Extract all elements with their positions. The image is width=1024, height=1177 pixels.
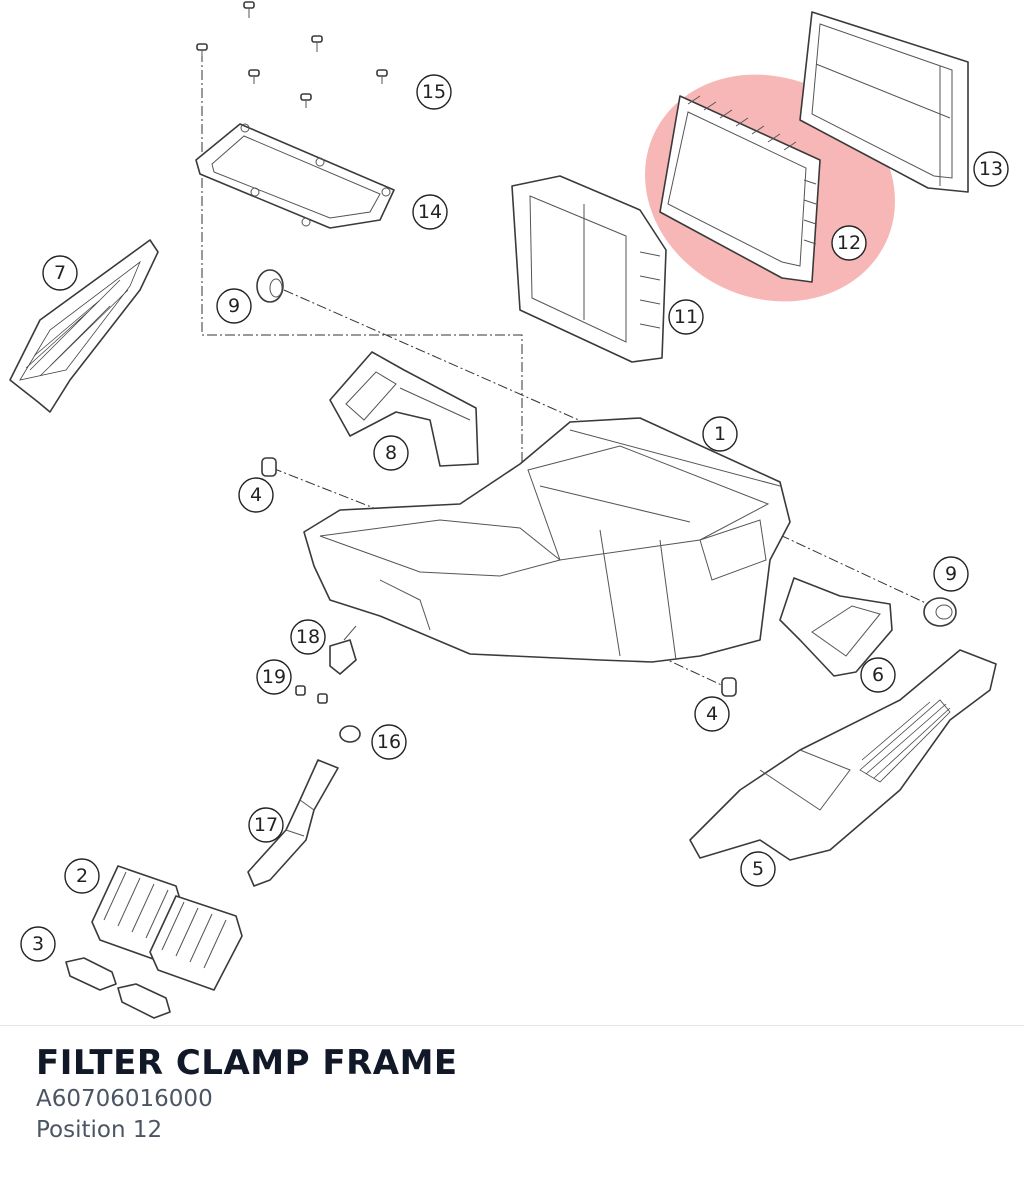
part-13-air-filter[interactable]: [799, 11, 969, 193]
part-6-right-intake-boot[interactable]: [779, 577, 893, 677]
callout-17[interactable]: 17: [248, 807, 284, 843]
callout-3[interactable]: 3: [20, 926, 56, 962]
callout-13-label: 13: [979, 158, 1003, 180]
callout-19[interactable]: 19: [256, 659, 292, 695]
callout-4-left[interactable]: 4: [238, 477, 274, 513]
part-4-spacer-left[interactable]: [261, 457, 277, 477]
callout-1[interactable]: 1: [702, 416, 738, 452]
callout-9-left[interactable]: 9: [216, 288, 252, 324]
callout-9-left-label: 9: [228, 295, 240, 317]
callout-19-label: 19: [262, 666, 286, 688]
callout-17-label: 17: [254, 814, 278, 836]
callout-4-right-label: 4: [706, 703, 718, 725]
part-14-cover[interactable]: [195, 123, 395, 229]
part-9-grommet-left[interactable]: [256, 269, 284, 303]
callout-3-label: 3: [32, 933, 44, 955]
callout-4-left-label: 4: [250, 484, 262, 506]
callout-14-label: 14: [418, 201, 442, 223]
part-7-left-side-cover[interactable]: [9, 239, 159, 413]
part-3-clamps[interactable]: [65, 957, 171, 1019]
callout-16[interactable]: 16: [371, 724, 407, 760]
callout-2[interactable]: 2: [64, 858, 100, 894]
part-16-hose-clamp[interactable]: [339, 725, 361, 743]
part-18-sensor[interactable]: [329, 625, 357, 675]
callout-5-label: 5: [752, 858, 764, 880]
callout-9-right[interactable]: 9: [933, 556, 969, 592]
section-divider: [0, 1025, 1024, 1026]
part-position: Position 12: [36, 1117, 163, 1143]
callout-11[interactable]: 11: [668, 299, 704, 335]
callout-12[interactable]: 12: [831, 225, 867, 261]
part-9-grommet-right[interactable]: [923, 597, 957, 627]
callout-11-label: 11: [674, 306, 698, 328]
callout-6[interactable]: 6: [860, 657, 896, 693]
callout-8[interactable]: 8: [373, 435, 409, 471]
exploded-parts-diagram: 1 2 3 4 4 5 6 7 8 9 9 11: [9, 1, 1009, 1019]
callout-1-label: 1: [714, 423, 726, 445]
callout-15[interactable]: 15: [416, 74, 452, 110]
selected-part-info: FILTER CLAMP FRAME A60706016000 Position…: [36, 1042, 996, 1146]
part-number: A60706016000: [36, 1086, 213, 1112]
part-title: FILTER CLAMP FRAME: [36, 1043, 458, 1083]
part-15-screws[interactable]: [196, 1, 388, 108]
part-5-right-side-cover[interactable]: [689, 649, 997, 861]
callout-6-label: 6: [872, 664, 884, 686]
callout-5[interactable]: 5: [740, 851, 776, 887]
part-8-intake-boot[interactable]: [329, 351, 479, 467]
part-12-filter-clamp-frame[interactable]: [659, 95, 821, 283]
callout-16-label: 16: [377, 731, 401, 753]
part-1-air-box-housing[interactable]: [303, 417, 791, 663]
callout-7[interactable]: 7: [42, 255, 78, 291]
part-4-spacer-right[interactable]: [721, 677, 737, 697]
callout-8-label: 8: [385, 442, 397, 464]
callout-13[interactable]: 13: [973, 151, 1009, 187]
callout-18[interactable]: 18: [290, 619, 326, 655]
callout-15-label: 15: [422, 81, 446, 103]
callout-2-label: 2: [76, 865, 88, 887]
part-17-hose[interactable]: [247, 759, 339, 887]
part-19-screws[interactable]: [295, 685, 328, 704]
callout-12-label: 12: [837, 232, 861, 254]
callout-4-right[interactable]: 4: [694, 696, 730, 732]
part-11-intake-duct[interactable]: [511, 175, 667, 363]
callout-14[interactable]: 14: [412, 194, 448, 230]
callout-7-label: 7: [54, 262, 66, 284]
part-2-intake-flanges[interactable]: [91, 865, 243, 991]
callout-18-label: 18: [296, 626, 320, 648]
callout-9-right-label: 9: [945, 563, 957, 585]
